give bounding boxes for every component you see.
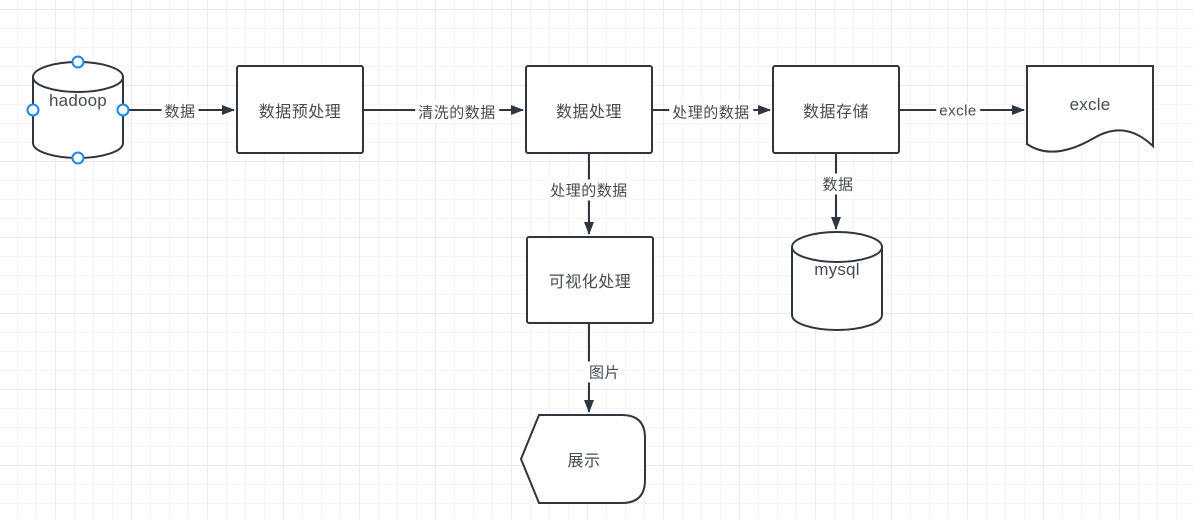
edge-label-storage-to-excel: excle — [936, 102, 980, 120]
node-process-label: 数据处理 — [555, 104, 623, 121]
edge-label-storage-to-mysql: 数据 — [819, 173, 857, 195]
node-hadoop-cylinder-lip — [32, 76, 124, 93]
node-storage-label: 数据存储 — [802, 104, 870, 121]
edge-label-hadoop-to-preprocess: 数据 — [161, 100, 199, 122]
selection-handle-top[interactable] — [71, 55, 85, 69]
node-storage-shape[interactable] — [772, 65, 900, 154]
edge-label-visualize-to-display: 图片 — [586, 361, 624, 383]
node-hadoop-shape[interactable] — [32, 61, 124, 159]
edge-label-process-to-storage: 处理的数据 — [669, 101, 753, 123]
node-excel-label: excle — [1069, 95, 1111, 114]
selection-handle-bottom[interactable] — [71, 151, 85, 165]
node-hadoop-label: hadoop — [49, 91, 107, 110]
node-display-label: 展示 — [567, 453, 601, 470]
node-process-shape[interactable] — [525, 65, 653, 154]
node-mysql-cylinder-lip — [791, 246, 883, 263]
node-mysql-shape[interactable] — [791, 231, 883, 331]
edge-label-process-to-visualize: 处理的数据 — [547, 179, 631, 201]
node-preprocess-label: 数据预处理 — [258, 104, 342, 121]
node-display-shape[interactable] — [519, 414, 646, 504]
node-visualize-shape[interactable] — [526, 236, 654, 324]
selection-handle-right[interactable] — [116, 103, 130, 117]
node-excel-shape[interactable] — [1026, 65, 1154, 153]
edge-label-preprocess-to-process: 清洗的数据 — [415, 101, 499, 123]
node-mysql-label: mysql — [814, 260, 860, 279]
node-preprocess-shape[interactable] — [236, 65, 364, 154]
selection-handle-left[interactable] — [26, 103, 40, 117]
node-visualize-label: 可视化处理 — [548, 274, 632, 291]
